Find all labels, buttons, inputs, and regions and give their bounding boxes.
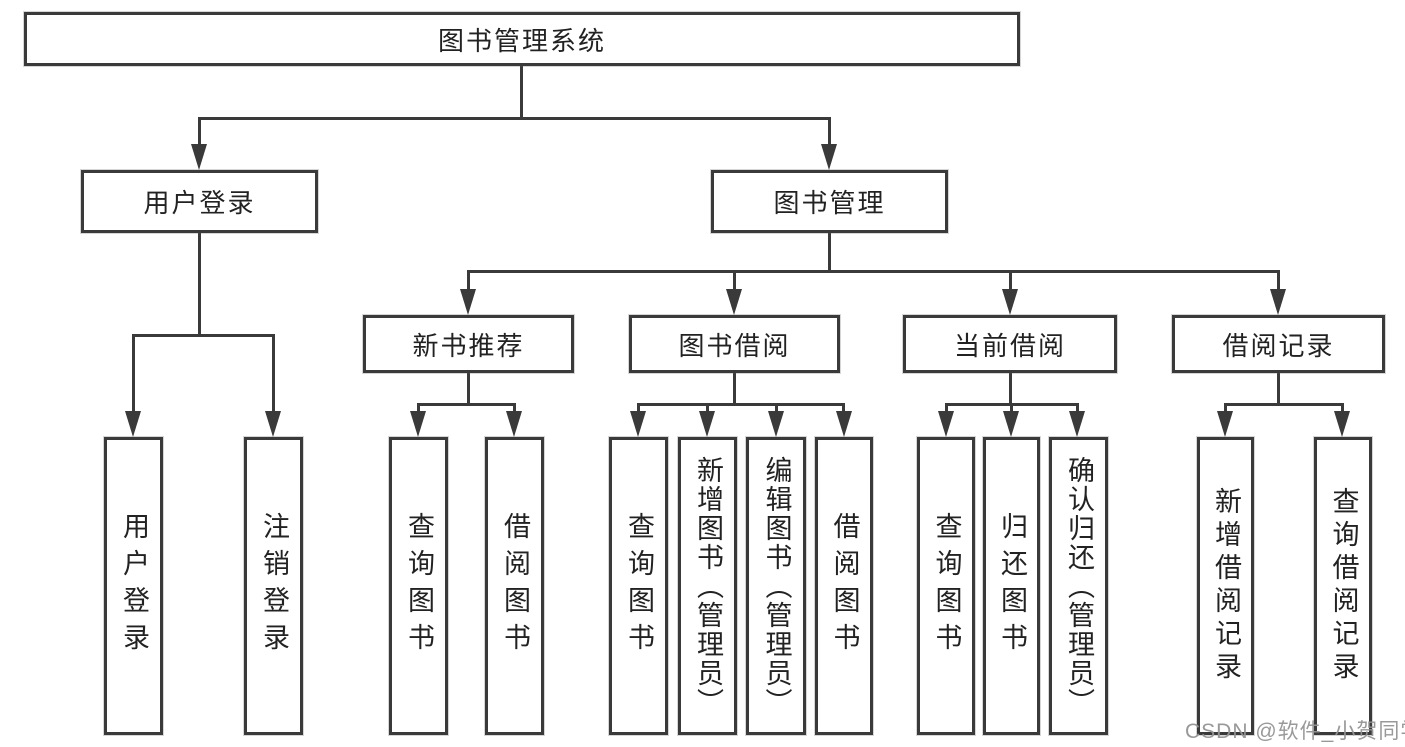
connector-line <box>417 403 420 414</box>
csdn-watermark: CSDN @软件_小贺同学 <box>1185 720 1405 743</box>
arrowhead-icon <box>506 411 522 437</box>
connector-line <box>945 403 948 414</box>
arrowhead-icon <box>410 411 426 437</box>
node-label: 查询图书 <box>624 512 654 660</box>
node-book-borrowing: 图书借阅 <box>629 315 840 373</box>
connector-line <box>1224 403 1344 406</box>
node-label: 借阅记录 <box>1222 330 1335 361</box>
node-label: 用户登录 <box>119 512 149 660</box>
connector-line <box>1224 403 1227 414</box>
arrowhead-icon <box>1217 411 1233 437</box>
arrowhead-icon <box>1270 289 1286 315</box>
node-label: 图书管理系统 <box>437 25 606 56</box>
arrowhead-icon <box>1002 289 1018 315</box>
connector-line <box>132 334 274 337</box>
node-book-management: 图书管理 <box>711 170 948 233</box>
node-label: 新增图书（管理员） <box>693 455 723 717</box>
leaf-edit-books-admin: 编辑图书（管理员） <box>746 437 806 735</box>
leaf-query-books-current: 查询图书 <box>917 437 975 735</box>
leaf-confirm-return-admin: 确认归还（管理员） <box>1049 437 1108 735</box>
leaf-query-borrow-record: 查询借阅记录 <box>1314 437 1372 735</box>
connector-line <box>1009 270 1012 294</box>
node-label: 新书推荐 <box>412 330 525 361</box>
leaf-add-books-admin: 新增图书（管理员） <box>678 437 737 735</box>
connector-line <box>513 403 516 414</box>
connector-line <box>1010 403 1013 414</box>
connector-line <box>1277 372 1280 406</box>
arrowhead-icon <box>1334 411 1350 437</box>
node-label: 注销登录 <box>259 512 289 660</box>
leaf-logout: 注销登录 <box>244 437 303 735</box>
arrowhead-icon <box>726 289 742 315</box>
leaf-add-borrow-record: 新增借阅记录 <box>1197 437 1254 735</box>
connector-line <box>1341 403 1344 414</box>
connector-line <box>198 117 831 120</box>
leaf-query-books-borrow: 查询图书 <box>609 437 668 735</box>
node-user-login: 用户登录 <box>81 170 318 233</box>
arrowhead-icon <box>630 411 646 437</box>
node-label: 归还图书 <box>997 512 1027 660</box>
leaf-borrow-books: 借阅图书 <box>815 437 873 735</box>
node-label: 图书管理 <box>773 188 886 218</box>
arrowhead-icon <box>938 411 954 437</box>
node-new-book-recommend: 新书推荐 <box>363 315 574 373</box>
node-label: 查询图书 <box>404 512 434 660</box>
node-label: 借阅图书 <box>829 512 860 660</box>
connector-line <box>272 334 275 412</box>
node-label: 查询借阅记录 <box>1328 487 1359 685</box>
connector-line <box>132 334 135 412</box>
connector-line <box>1076 403 1079 414</box>
connector-line <box>1277 270 1280 294</box>
connector-line <box>520 66 523 119</box>
connector-line <box>198 117 201 147</box>
connector-line <box>842 403 845 414</box>
arrowhead-icon <box>1003 411 1019 437</box>
connector-line <box>706 403 709 414</box>
node-label: 当前借阅 <box>953 330 1066 361</box>
arrowhead-icon <box>821 144 837 170</box>
arrowhead-icon <box>265 411 281 437</box>
connector-line <box>775 403 778 414</box>
node-label: 编辑图书（管理员） <box>761 455 792 717</box>
connector-line <box>198 233 201 336</box>
node-label: 借阅图书 <box>500 512 530 660</box>
node-label: 用户登录 <box>143 188 256 218</box>
connector-line <box>637 403 640 414</box>
connector-line <box>467 372 470 406</box>
leaf-query-books-recommend: 查询图书 <box>389 437 448 735</box>
arrowhead-icon <box>191 144 207 170</box>
node-label: 查询图书 <box>931 512 962 660</box>
connector-line <box>417 403 516 406</box>
arrowhead-icon <box>836 411 852 437</box>
node-borrowing-records: 借阅记录 <box>1172 315 1385 373</box>
connector-line <box>733 372 736 406</box>
connector-line <box>467 270 1280 273</box>
connector-line <box>637 403 845 406</box>
node-label: 图书借阅 <box>678 330 791 361</box>
node-root-system: 图书管理系统 <box>24 12 1020 66</box>
connector-line <box>828 233 831 273</box>
node-current-borrowing: 当前借阅 <box>903 315 1117 373</box>
connector-line <box>1009 372 1012 406</box>
leaf-borrow-books-recommend: 借阅图书 <box>485 437 544 735</box>
arrowhead-icon <box>1069 411 1085 437</box>
connector-line <box>733 270 736 294</box>
arrowhead-icon <box>768 411 784 437</box>
connector-line <box>828 117 831 147</box>
leaf-return-books: 归还图书 <box>983 437 1040 735</box>
arrowhead-icon <box>460 289 476 315</box>
node-label: 确认归还（管理员） <box>1064 455 1094 717</box>
node-label: 新增借阅记录 <box>1211 487 1241 685</box>
arrowhead-icon <box>125 411 141 437</box>
arrowhead-icon <box>699 411 715 437</box>
connector-line <box>467 270 470 294</box>
leaf-user-login: 用户登录 <box>104 437 163 735</box>
